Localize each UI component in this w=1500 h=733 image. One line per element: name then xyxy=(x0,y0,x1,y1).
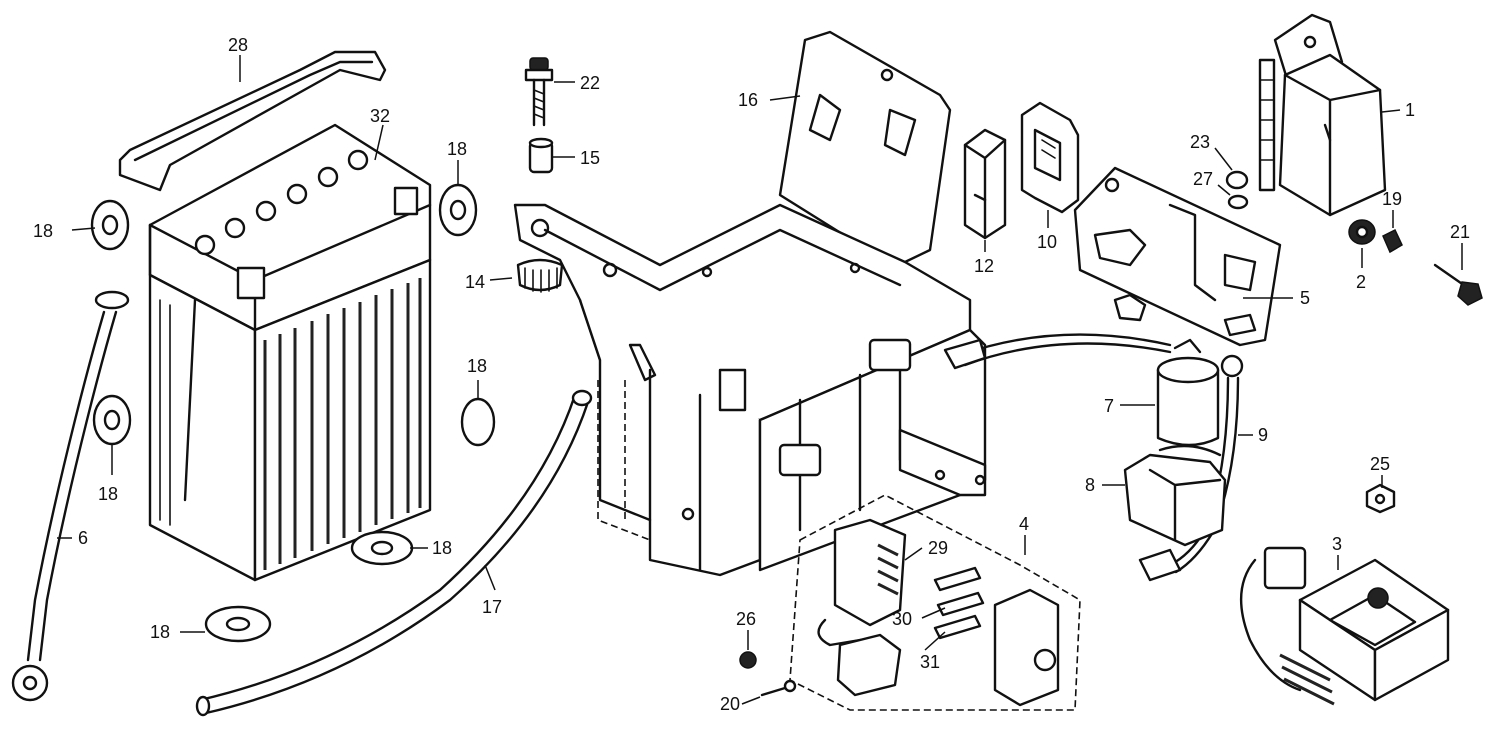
callout-18-bottom: 18 xyxy=(432,538,452,558)
rectifier-fins xyxy=(1279,653,1335,706)
rectifier-3 xyxy=(1240,546,1450,706)
callout-20: 20 xyxy=(720,694,740,714)
grommets xyxy=(90,183,496,643)
callout-14: 14 xyxy=(465,272,485,292)
callout-18-cable: 18 xyxy=(98,484,118,504)
callout-26: 26 xyxy=(736,609,756,629)
relay-holder-10 xyxy=(1020,101,1080,214)
fuses xyxy=(933,566,985,640)
battery-case-16 xyxy=(513,30,987,577)
relay-8 xyxy=(1123,444,1227,547)
screw-20 xyxy=(760,679,797,697)
callout-23: 23 xyxy=(1190,132,1210,152)
collar-15 xyxy=(528,137,554,174)
callout-12: 12 xyxy=(974,256,994,276)
callout-31: 31 xyxy=(920,652,940,672)
callout-25: 25 xyxy=(1370,454,1390,474)
callout-15: 15 xyxy=(580,148,600,168)
callout-labels: 28 32 18 18 18 18 18 18 6 17 22 15 14 16… xyxy=(33,35,1470,714)
callout-21: 21 xyxy=(1450,222,1470,242)
relay-12 xyxy=(963,128,1007,240)
callout-17: 17 xyxy=(482,597,502,617)
leader-lines xyxy=(57,55,1463,651)
nut-23 xyxy=(1225,170,1249,190)
breather-tube xyxy=(195,389,593,717)
nut-14 xyxy=(516,258,564,293)
callout-18-left: 18 xyxy=(33,221,53,241)
callout-18-lower: 18 xyxy=(150,622,170,642)
nut-2 xyxy=(1348,219,1376,245)
bolt-22 xyxy=(524,57,554,127)
battery-cable xyxy=(11,290,130,702)
callout-19: 19 xyxy=(1382,189,1402,209)
battery-terminal-2 xyxy=(393,186,419,216)
callout-30-fuse: 30 xyxy=(892,609,912,629)
mounting-plate-5 xyxy=(1073,166,1282,347)
callout-8: 8 xyxy=(1085,475,1095,495)
callout-29: 29 xyxy=(928,538,948,558)
fuse-block-terminals xyxy=(877,543,899,596)
battery-terminal xyxy=(236,266,266,300)
callout-1: 1 xyxy=(1405,100,1415,120)
callout-4: 4 xyxy=(1019,514,1029,534)
callout-10: 10 xyxy=(1037,232,1057,252)
bolt-21 xyxy=(1433,263,1483,306)
battery-strap xyxy=(118,50,387,192)
starter-relay-7 xyxy=(943,333,1220,447)
callout-28: 28 xyxy=(228,35,248,55)
callout-16: 16 xyxy=(738,90,758,110)
callout-32: 32 xyxy=(370,106,390,126)
callout-6: 6 xyxy=(78,528,88,548)
callout-27: 27 xyxy=(1193,169,1213,189)
callout-18-top: 18 xyxy=(447,139,467,159)
extra-leaders xyxy=(741,696,761,705)
nut-25 xyxy=(1365,483,1396,514)
washer-26 xyxy=(739,651,757,669)
washer-27 xyxy=(1227,194,1249,210)
callout-2: 2 xyxy=(1356,272,1366,292)
callout-22: 22 xyxy=(580,73,600,93)
callout-9: 9 xyxy=(1258,425,1268,445)
collar-19 xyxy=(1382,228,1403,254)
cell-caps xyxy=(194,149,369,256)
battery-cells xyxy=(263,278,422,570)
regulator-1 xyxy=(1258,13,1387,217)
callout-7: 7 xyxy=(1104,396,1114,416)
callout-5: 5 xyxy=(1300,288,1310,308)
callout-3: 3 xyxy=(1332,534,1342,554)
fuse-box-4 xyxy=(789,494,1081,711)
callout-18-right: 18 xyxy=(467,356,487,376)
battery xyxy=(148,123,432,582)
